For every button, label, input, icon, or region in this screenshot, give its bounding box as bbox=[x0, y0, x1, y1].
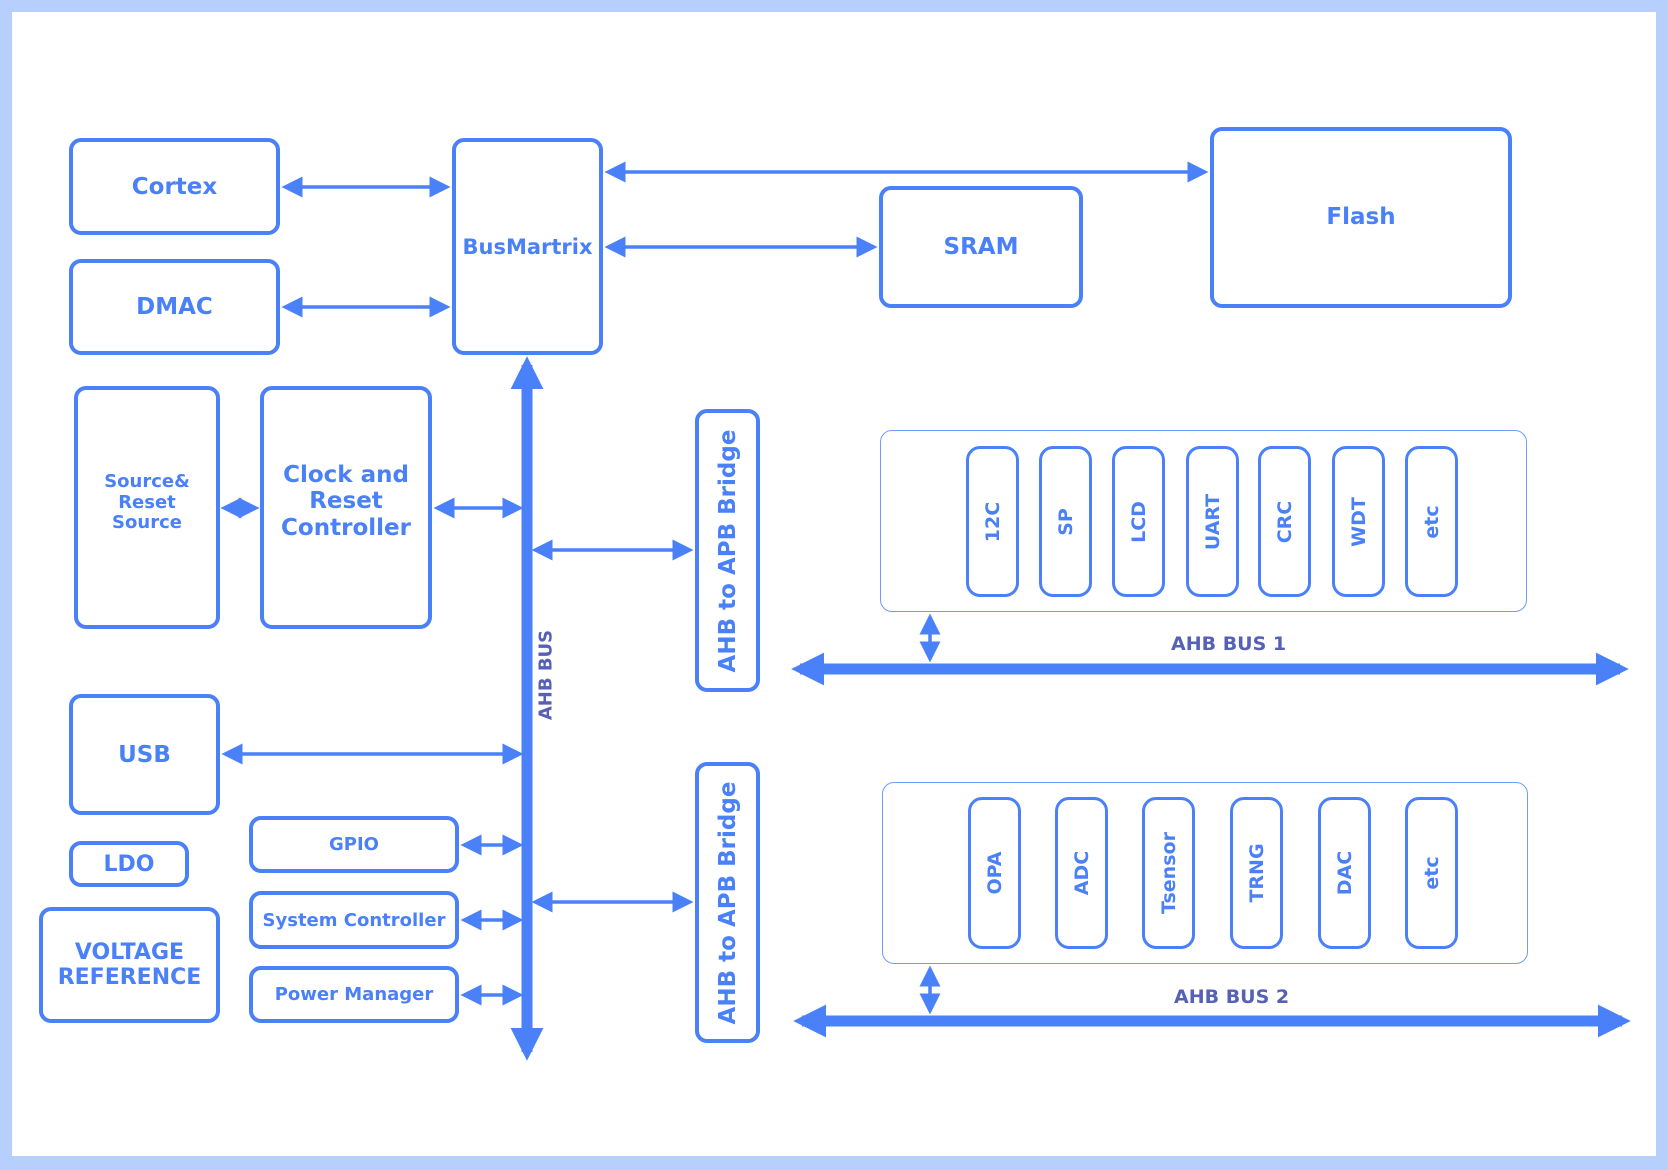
peripheral-lcd: LCD bbox=[1112, 446, 1165, 597]
peripheral-label: LCD bbox=[1127, 500, 1150, 543]
peripheral-etc-2: etc bbox=[1405, 797, 1458, 949]
ahb-bus-1-label: AHB BUS 1 bbox=[1171, 633, 1286, 655]
clock-reset-line-1: Clock and bbox=[283, 462, 409, 488]
ahb-apb-bridge-1: AHB to APB Bridge bbox=[695, 409, 760, 692]
voltage-reference-line-1: VOLTAGE bbox=[74, 939, 185, 965]
peripheral-trng: TRNG bbox=[1230, 797, 1283, 949]
clock-reset-line-2: Reset bbox=[309, 488, 383, 515]
bridge-2-label: AHB to APB Bridge bbox=[714, 781, 741, 1024]
peripheral-label: UART bbox=[1201, 493, 1224, 550]
clock-reset-controller-block: Clock and Reset Controller bbox=[260, 386, 432, 629]
ldo-label: LDO bbox=[103, 851, 155, 877]
cortex-label: Cortex bbox=[131, 173, 218, 200]
sram-block: SRAM bbox=[879, 186, 1083, 308]
peripheral-label: Tsensor bbox=[1157, 832, 1180, 914]
busmatrix-label: BusMartrix bbox=[462, 234, 593, 259]
peripheral-tsensor: Tsensor bbox=[1142, 797, 1195, 949]
gpio-label: GPIO bbox=[329, 834, 379, 855]
ahb-apb-bridge-2: AHB to APB Bridge bbox=[695, 762, 760, 1043]
ldo-block: LDO bbox=[69, 841, 189, 887]
ahb-bus-label: AHB BUS bbox=[536, 630, 557, 720]
busmatrix-block: BusMartrix bbox=[452, 138, 603, 355]
source-reset-line-2: Reset bbox=[118, 491, 176, 513]
clock-reset-line-3: Controller bbox=[281, 514, 411, 541]
flash-block: Flash bbox=[1210, 127, 1512, 308]
peripheral-crc: CRC bbox=[1258, 446, 1311, 597]
peripheral-label: CRC bbox=[1273, 500, 1296, 543]
usb-block: USB bbox=[69, 694, 220, 815]
source-reset-line-1: Source& bbox=[104, 471, 190, 492]
peripheral-uart: UART bbox=[1186, 446, 1239, 597]
source-reset-block: Source& Reset Source bbox=[74, 386, 220, 629]
peripheral-dac: DAC bbox=[1318, 797, 1371, 949]
peripheral-spi: SP bbox=[1039, 446, 1092, 597]
cortex-block: Cortex bbox=[69, 138, 280, 235]
source-reset-line-3: Source bbox=[112, 512, 182, 534]
peripheral-label: SP bbox=[1054, 507, 1077, 536]
ahb-bus-1-label-text: AHB BUS 1 bbox=[1171, 633, 1287, 655]
peripheral-label: 12C bbox=[981, 501, 1004, 542]
usb-label: USB bbox=[118, 742, 171, 768]
ahb-bus-label-text: AHB BUS bbox=[535, 629, 557, 721]
peripheral-label: ADC bbox=[1070, 850, 1093, 896]
sram-label: SRAM bbox=[943, 234, 1019, 260]
peripheral-i2c: 12C bbox=[966, 446, 1019, 597]
power-manager-label: Power Manager bbox=[274, 984, 434, 1005]
system-controller-block: System Controller bbox=[249, 891, 459, 949]
peripheral-label: etc bbox=[1420, 856, 1443, 890]
peripheral-etc-1: etc bbox=[1405, 446, 1458, 597]
gpio-block: GPIO bbox=[249, 816, 459, 873]
voltage-reference-block: VOLTAGE REFERENCE bbox=[39, 907, 220, 1023]
dmac-block: DMAC bbox=[69, 259, 280, 355]
peripheral-label: WDT bbox=[1347, 496, 1370, 547]
power-manager-block: Power Manager bbox=[249, 966, 459, 1023]
peripheral-opa: OPA bbox=[968, 797, 1021, 949]
bridge-1-label: AHB to APB Bridge bbox=[714, 429, 741, 672]
ahb-bus-2-label: AHB BUS 2 bbox=[1174, 986, 1289, 1008]
voltage-reference-line-2: REFERENCE bbox=[57, 965, 202, 990]
system-controller-label: System Controller bbox=[262, 909, 446, 931]
flash-label: Flash bbox=[1326, 204, 1396, 230]
peripheral-wdt: WDT bbox=[1332, 446, 1385, 597]
peripheral-adc: ADC bbox=[1055, 797, 1108, 949]
peripheral-label: TRNG bbox=[1245, 843, 1268, 903]
peripheral-label: etc bbox=[1420, 504, 1443, 539]
peripheral-label: OPA bbox=[983, 851, 1006, 895]
peripheral-label: DAC bbox=[1333, 850, 1356, 896]
ahb-bus-2-label-text: AHB BUS 2 bbox=[1174, 986, 1290, 1008]
dmac-label: DMAC bbox=[136, 294, 213, 320]
